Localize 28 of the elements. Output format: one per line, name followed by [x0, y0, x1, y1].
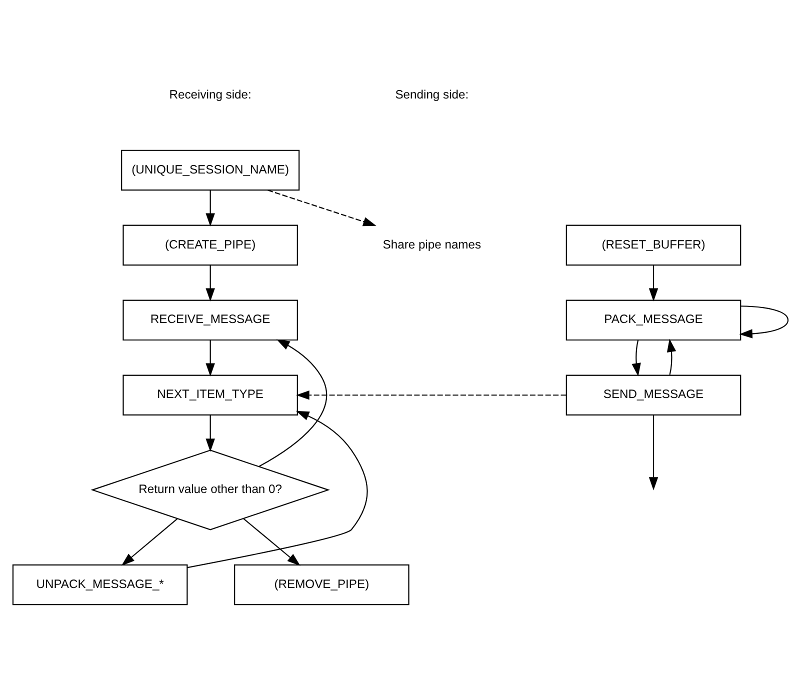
arrow — [666, 338, 676, 375]
arrow — [121, 518, 178, 566]
node-box: PACK_MESSAGE — [566, 300, 742, 341]
label: Receiving side: — [169, 87, 252, 102]
arrow — [258, 339, 328, 467]
arrow — [206, 190, 215, 227]
node-diamond: Return value other than 0? — [90, 450, 330, 530]
label: Sending side: — [395, 87, 469, 102]
node-box: UNPACK_MESSAGE_* — [12, 564, 188, 606]
node-box: (REMOVE_PIPE) — [234, 564, 410, 606]
arrow — [648, 265, 658, 302]
node-box: (UNIQUE_SESSION_NAME) — [121, 150, 300, 191]
node-box: SEND_MESSAGE — [566, 374, 742, 416]
arrow — [206, 340, 215, 376]
arrow — [632, 340, 641, 376]
node-box: NEXT_ITEM_TYPE — [122, 374, 298, 416]
node-text: Share pipe names — [382, 237, 482, 252]
arrow — [206, 265, 215, 302]
node-box: (RESET_BUFFER) — [566, 224, 742, 266]
arrow — [206, 415, 215, 452]
node-box: RECEIVE_MESSAGE — [122, 300, 298, 341]
arrow — [243, 518, 300, 566]
node-box: (CREATE_PIPE) — [122, 224, 298, 266]
arrow — [739, 306, 789, 338]
arrow — [296, 390, 566, 400]
arrow — [187, 410, 368, 568]
arrow — [648, 415, 658, 490]
arrow — [268, 190, 376, 226]
